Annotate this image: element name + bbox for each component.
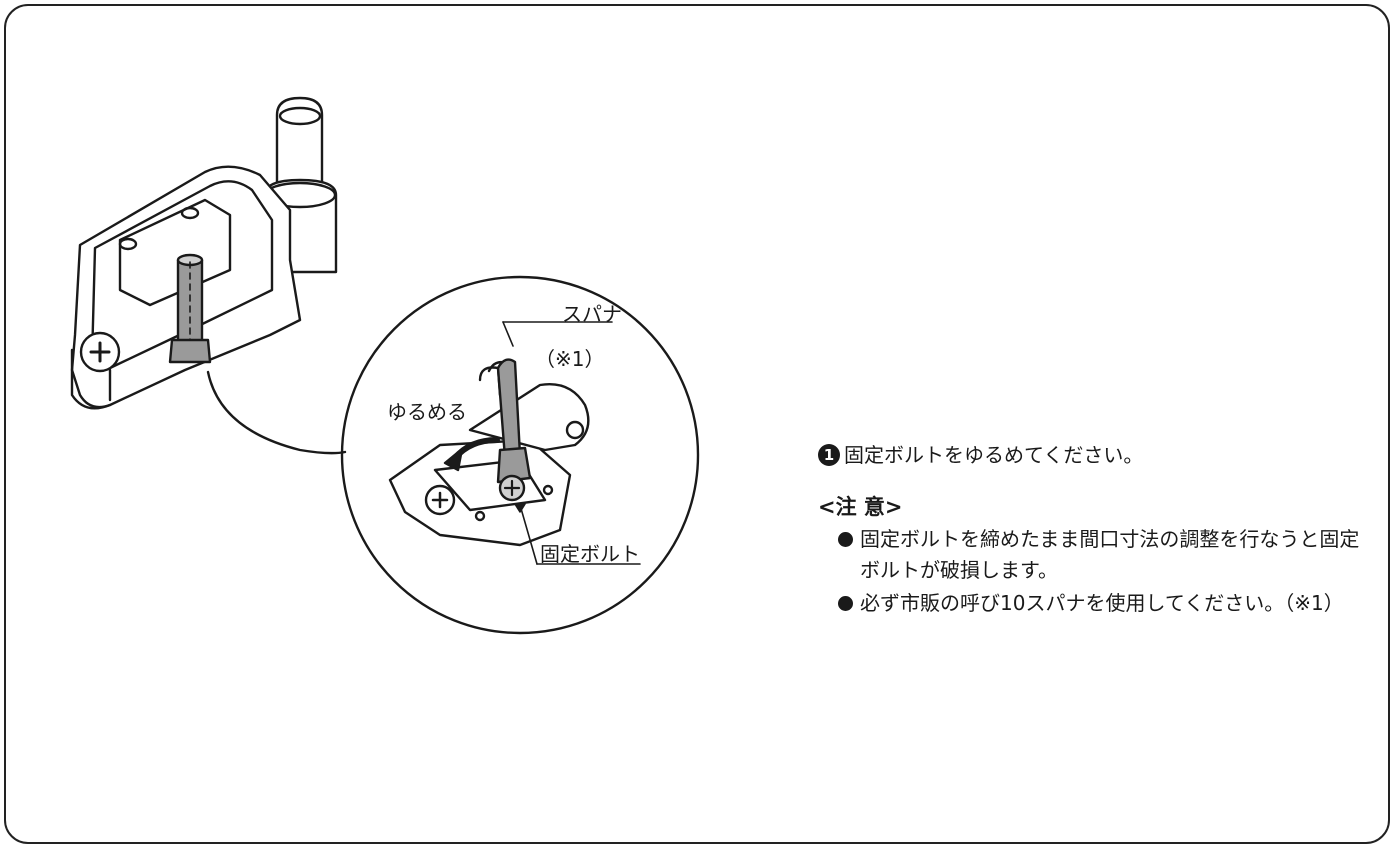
spanner	[496, 358, 532, 484]
diagram-frame	[4, 4, 1390, 844]
caution-item: 固定ボルトを締めたまま間口寸法の調整を行なうと固定ボルトが破損します。	[818, 524, 1378, 586]
instructions-panel: 1 固定ボルトをゆるめてください。 <注 意> 固定ボルトを締めたまま間口寸法の…	[818, 440, 1378, 619]
caution-title: <注 意>	[818, 495, 903, 519]
bullet-icon	[838, 596, 853, 611]
loosen-label: ゆるめる	[387, 400, 467, 424]
loosen-arrow	[443, 437, 500, 472]
caution-item: 必ず市販の呼び10スパナを使用してください。（※1）	[818, 588, 1378, 619]
fixing-bolt	[168, 253, 212, 364]
bullet-icon	[838, 532, 853, 547]
spanner-note-label: （※1）	[535, 347, 605, 371]
hinge-pin	[263, 96, 338, 274]
caution-text: 固定ボルトを締めたまま間口寸法の調整を行なうと固定ボルトが破損します。	[860, 527, 1360, 582]
zoomed-bolt	[498, 474, 526, 502]
leader-lines	[502, 321, 641, 565]
side-screw	[79, 331, 121, 373]
step-1: 1 固定ボルトをゆるめてください。	[818, 440, 1378, 470]
step-number-badge: 1	[818, 444, 840, 466]
spanner-label: スパナ	[562, 302, 622, 326]
step-text: 固定ボルトをゆるめてください。	[844, 443, 1144, 467]
fixing-bolt-label: 固定ボルト	[540, 542, 640, 566]
caution-text: 必ず市販の呼び10スパナを使用してください。（※1）	[860, 591, 1344, 615]
